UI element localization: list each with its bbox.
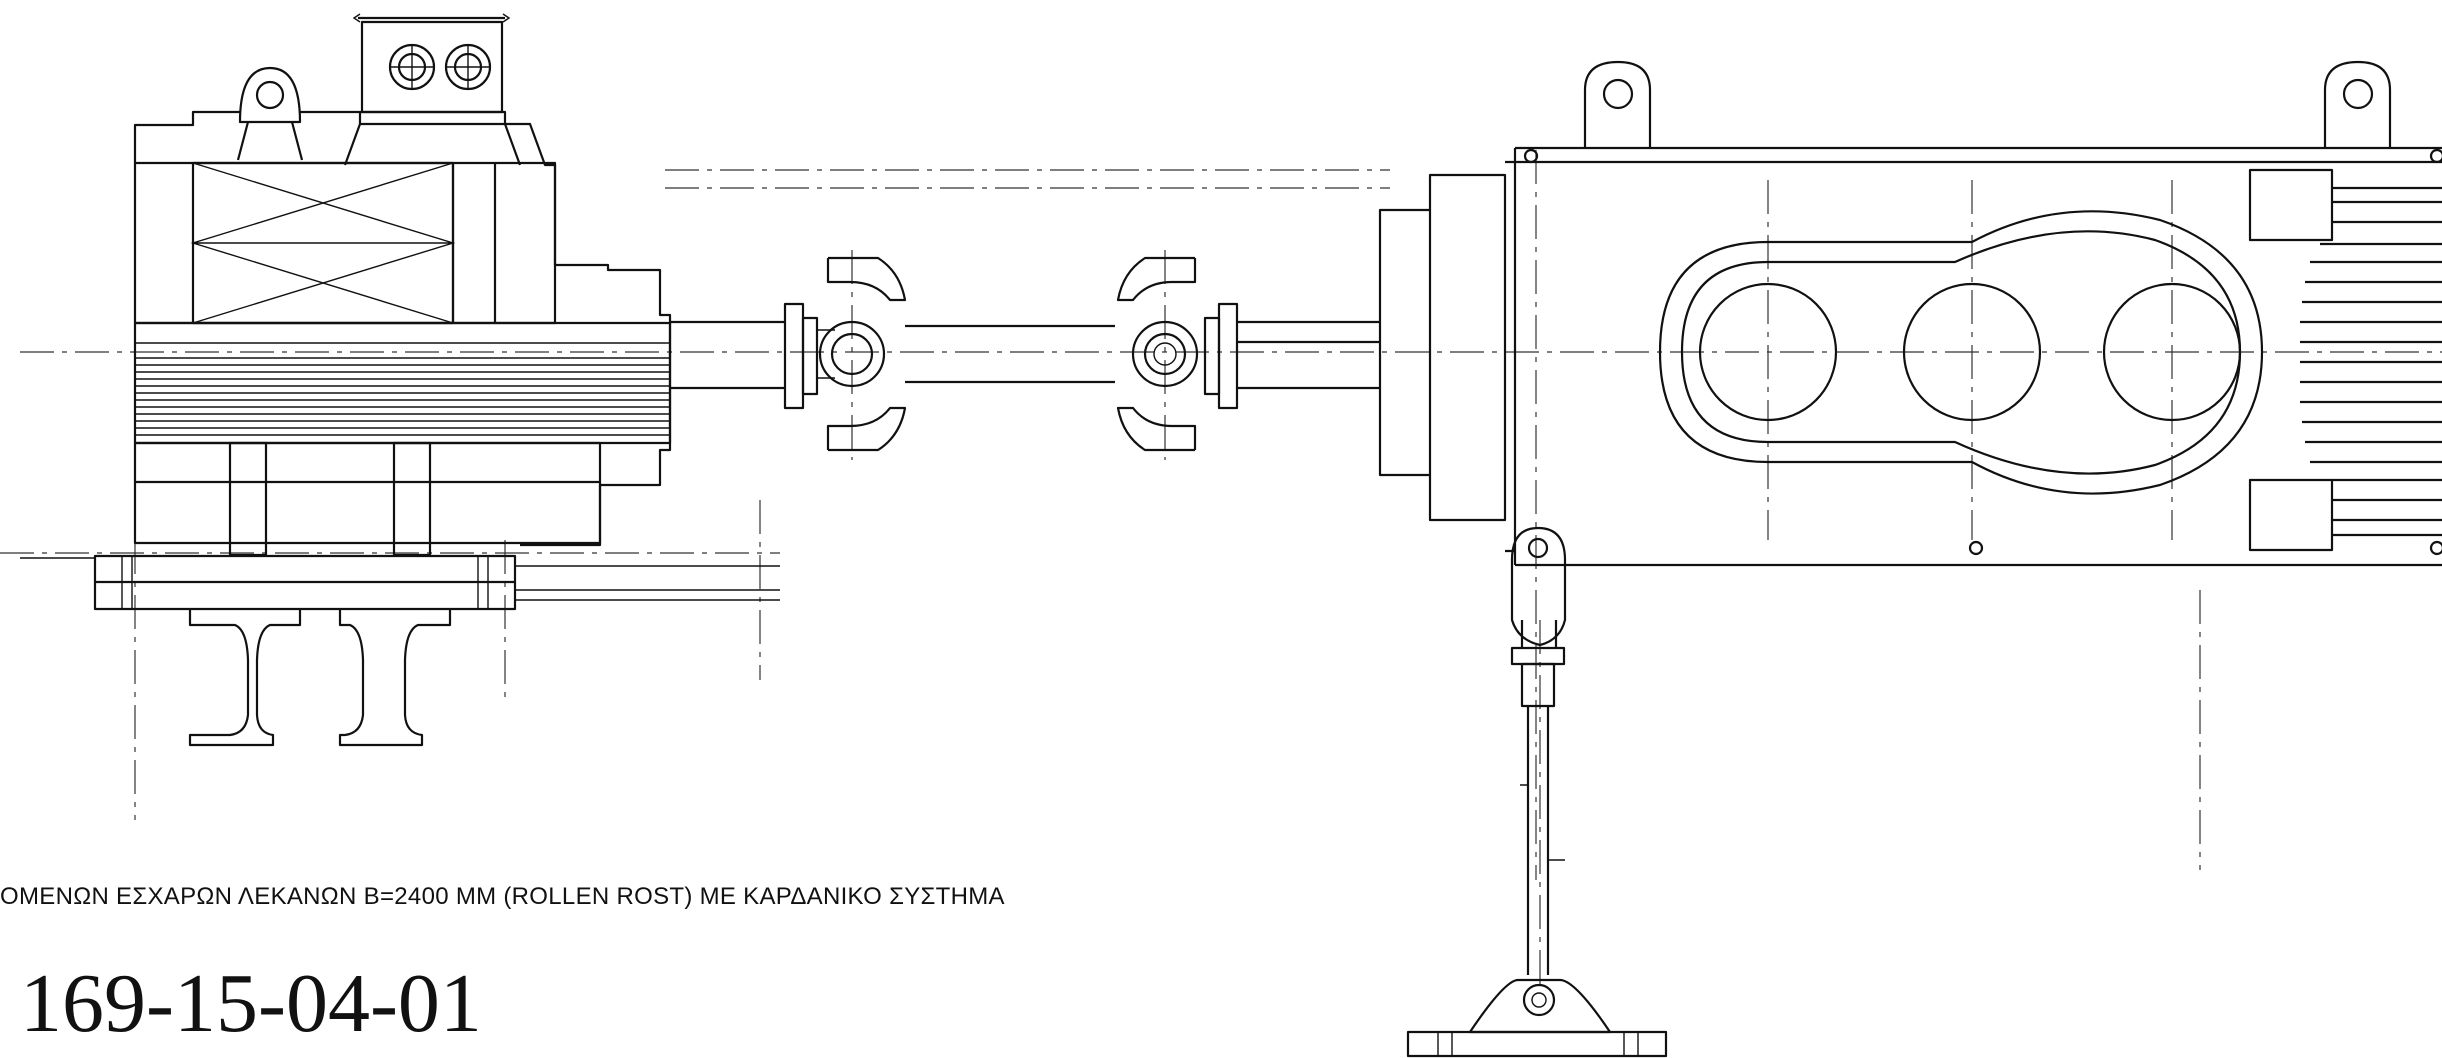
left-universal-joint-icon <box>817 256 907 452</box>
gear-reducer <box>1378 60 2442 567</box>
motor-base <box>20 554 780 747</box>
torque-arm-support <box>1406 526 1668 1058</box>
terminal-box <box>343 13 522 166</box>
center-lines <box>0 150 2442 990</box>
gearbox-lifting-eye-left-icon <box>1583 60 1652 148</box>
cardan-shaft <box>783 256 1380 452</box>
electric-motor <box>133 13 785 557</box>
motor-lifting-eye-icon <box>236 66 304 161</box>
gearbox-lifting-eye-right-icon <box>2323 60 2392 148</box>
drawing-number: 169-15-04-01 <box>20 957 482 1050</box>
drawing-caption: ΟΜΕΝΩΝ ΕΣΧΑΡΩΝ ΛΕΚΑΝΩΝ B=2400 MM (ROLLEN… <box>0 883 1005 910</box>
right-universal-joint-icon <box>1116 256 1199 452</box>
